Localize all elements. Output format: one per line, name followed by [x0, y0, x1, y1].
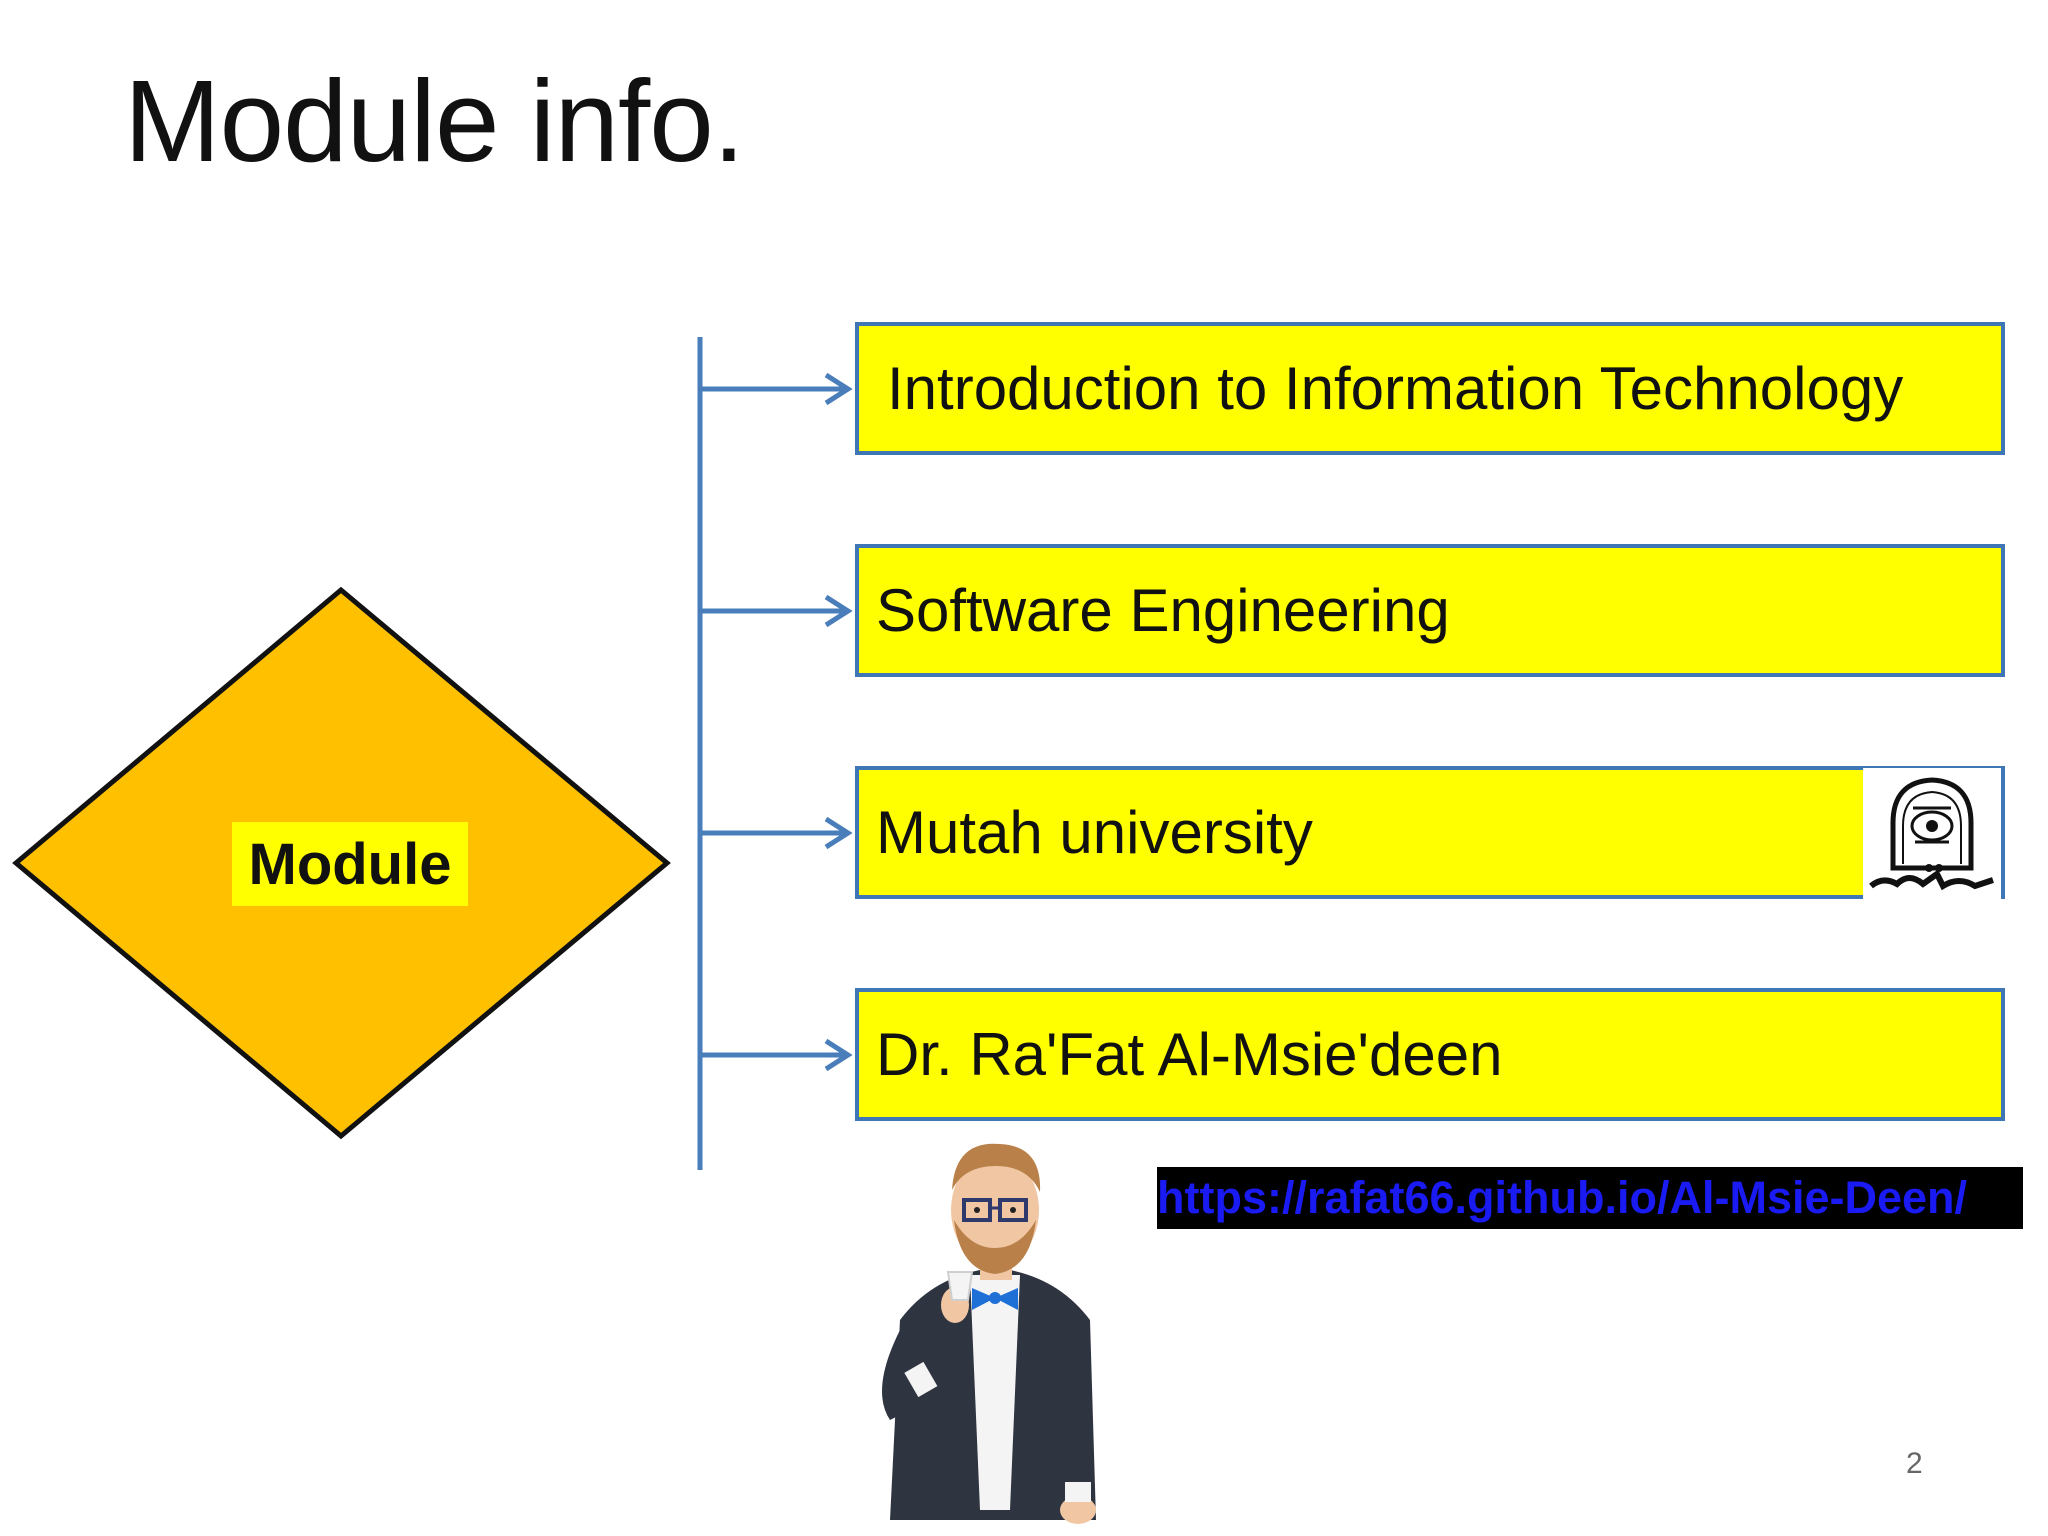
info-box-label: Software Engineering: [876, 577, 1450, 644]
university-seal-logo: [1863, 768, 2001, 902]
info-box-label: Mutah university: [876, 799, 1313, 866]
page-number: 2: [1906, 1447, 1923, 1480]
branch-arrow-3: [700, 816, 853, 850]
slide-title: Module info.: [124, 56, 745, 186]
branch-arrow-4: [700, 1038, 853, 1072]
info-box-instructor: Dr. Ra'Fat Al-Msie'deen: [855, 988, 2005, 1121]
info-box-course: Introduction to Information Technology: [855, 322, 2005, 455]
info-box-department: Software Engineering: [855, 544, 2005, 677]
module-label: Module: [232, 822, 468, 906]
branch-arrow-2: [700, 594, 853, 628]
info-box-label: Introduction to Information Technology: [887, 355, 1904, 422]
presenter-cartoon-icon: [882, 1143, 1096, 1524]
branch-arrow-1: [700, 372, 853, 406]
info-box-university: Mutah university: [855, 766, 2005, 899]
info-box-label: Dr. Ra'Fat Al-Msie'deen: [876, 1021, 1503, 1088]
website-link[interactable]: https://rafat66.github.io/Al-Msie-Deen/: [1157, 1167, 2023, 1229]
